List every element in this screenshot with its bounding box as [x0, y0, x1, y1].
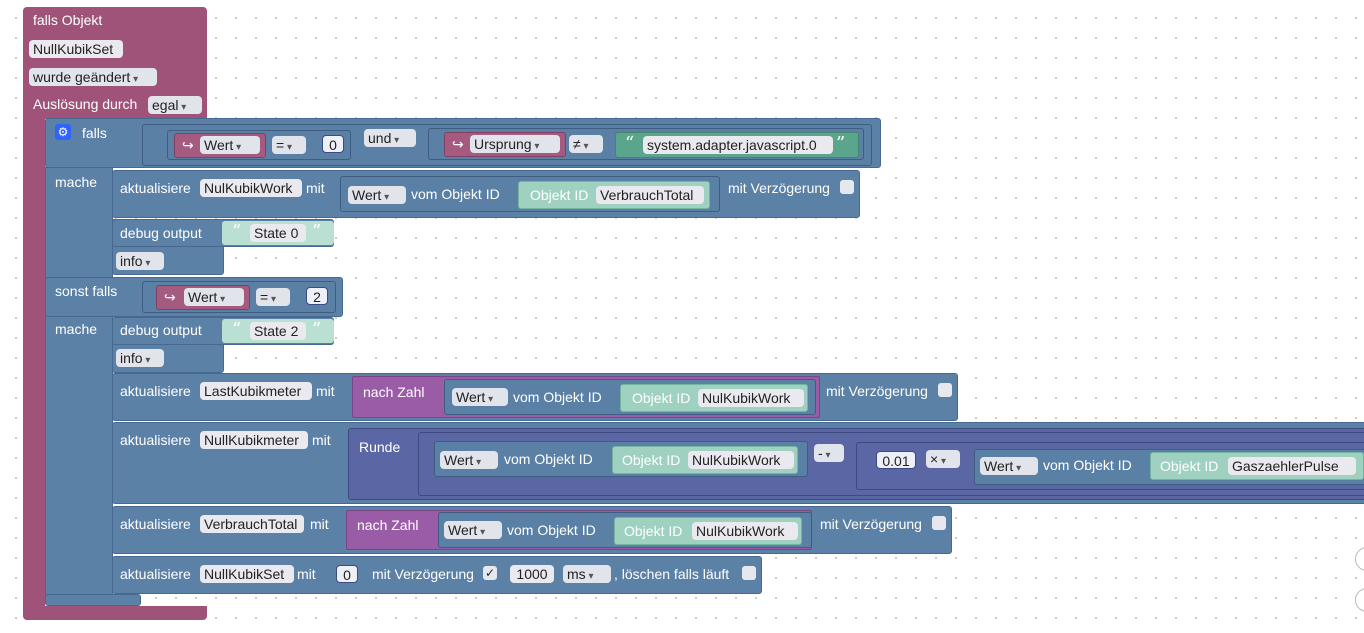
update1-vom-label: vom Objekt ID — [411, 186, 500, 202]
quote-open-icon: “ — [232, 221, 242, 242]
update3-getter2-dropdown[interactable]: Wert — [980, 457, 1038, 475]
cond2-var-dropdown[interactable]: Ursprung — [470, 135, 560, 153]
update5-clear-checkbox[interactable] — [742, 566, 756, 580]
debug1-text-field[interactable]: State 0 — [250, 224, 306, 242]
update2-oid-field[interactable]: NulKubikWork — [698, 389, 804, 407]
quote-close-icon: ” — [836, 133, 846, 154]
update1-getter-dropdown[interactable]: Wert — [348, 186, 406, 204]
if-block-footer — [45, 594, 141, 606]
sonst-falls-label: sonst falls — [55, 283, 118, 299]
debug1-label: debug output — [120, 225, 202, 241]
cond1-op-dropdown[interactable]: = — [272, 136, 306, 154]
update3-oid1-label: Objekt ID — [622, 452, 681, 468]
update1-oid-label: Objekt ID — [530, 187, 589, 203]
update2-target-field[interactable]: LastKubikmeter — [200, 382, 312, 400]
update5-clear-label: , löschen falls läuft — [614, 566, 730, 582]
update4-getter-dropdown[interactable]: Wert — [444, 521, 502, 539]
gear-icon[interactable]: ⚙ — [55, 124, 71, 140]
update3-runde-label: Runde — [359, 439, 401, 455]
cond2-value-field[interactable]: system.adapter.javascript.0 — [643, 136, 833, 154]
update3-oid2-label: Objekt ID — [1160, 458, 1219, 474]
event-ausloesung-dropdown[interactable]: egal — [148, 96, 202, 114]
update1-mit-label: mit — [306, 180, 325, 196]
arrow-icon: ↪ — [182, 137, 194, 153]
arrow-icon: ↪ — [452, 136, 464, 152]
quote-close-icon: ” — [312, 221, 322, 242]
debug2-label: debug output — [120, 322, 202, 338]
cond3-value-field[interactable]: 2 — [306, 287, 328, 305]
if-block-spine — [45, 167, 113, 605]
update3-factor-field[interactable]: 0.01 — [876, 451, 916, 469]
update3-oid2-field[interactable]: GaszaehlerPulse — [1228, 457, 1356, 475]
update1-oid-field[interactable]: VerbrauchTotal — [596, 186, 704, 204]
mache-label-1: mache — [55, 174, 98, 190]
update3-minus-dropdown[interactable]: - — [814, 444, 844, 462]
quote-open-icon: “ — [625, 133, 635, 154]
arrow-icon: ↪ — [164, 289, 176, 305]
update2-getter-dropdown[interactable]: Wert — [452, 388, 508, 406]
update3-times-dropdown[interactable]: × — [926, 450, 960, 468]
update3-mit-label: mit — [312, 432, 331, 448]
update5-mit-label: mit — [297, 566, 316, 582]
update2-mit-label: mit — [316, 383, 335, 399]
update5-label: aktualisiere — [120, 566, 191, 582]
update2-vom-label: vom Objekt ID — [513, 389, 602, 405]
update1-label: aktualisiere — [120, 180, 191, 196]
quote-open-icon: “ — [232, 319, 242, 340]
update3-getter1-dropdown[interactable]: Wert — [440, 451, 498, 469]
event-trigger-dropdown[interactable]: wurde geändert — [29, 68, 157, 86]
cond1-var-dropdown[interactable]: Wert — [200, 136, 260, 154]
update2-delay-label: mit Verzögerung — [826, 383, 928, 399]
falls-label: falls — [82, 125, 107, 141]
update5-target-field[interactable]: NullKubikSet — [200, 565, 294, 583]
update5-value-field[interactable]: 0 — [336, 565, 358, 583]
update3-label: aktualisiere — [120, 432, 191, 448]
update2-label: aktualisiere — [120, 383, 191, 399]
update5-delay-value-field[interactable]: 1000 — [510, 565, 554, 583]
event-object-field[interactable]: NullKubikSet — [29, 40, 123, 58]
update5-unit-dropdown[interactable]: ms — [563, 565, 611, 583]
update4-target-field[interactable]: VerbrauchTotal — [200, 515, 304, 533]
event-block-spine — [23, 118, 45, 614]
mache-label-2: mache — [55, 321, 98, 337]
cond2-op-dropdown[interactable]: ≠ — [569, 135, 603, 153]
update2-oid-label: Objekt ID — [632, 390, 691, 406]
zoom-out-icon[interactable] — [1355, 588, 1364, 612]
update4-nach-zahl-label: nach Zahl — [357, 517, 419, 533]
update2-nach-zahl-label: nach Zahl — [363, 384, 425, 400]
event-header: falls Objekt — [33, 12, 103, 28]
update4-delay-label: mit Verzögerung — [820, 516, 922, 532]
update3-target-field[interactable]: NullKubikmeter — [200, 431, 308, 449]
debug2-level-dropdown[interactable]: info — [116, 349, 164, 367]
update4-label: aktualisiere — [120, 516, 191, 532]
update3-vom1-label: vom Objekt ID — [504, 451, 593, 467]
update1-target-field[interactable]: NulKubikWork — [200, 179, 302, 197]
event-ausloesung-label: Auslösung durch — [33, 96, 138, 112]
debug2-text-field[interactable]: State 2 — [250, 322, 306, 340]
update4-oid-label: Objekt ID — [624, 523, 683, 539]
update1-delay-label: mit Verzögerung — [728, 180, 830, 196]
update3-oid1-field[interactable]: NulKubikWork — [688, 451, 794, 469]
update5-delay-label: mit Verzögerung — [372, 566, 474, 582]
update1-delay-checkbox[interactable] — [840, 180, 854, 194]
zoom-in-icon[interactable] — [1355, 547, 1364, 571]
cond3-op-dropdown[interactable]: = — [256, 288, 290, 306]
update5-delay-checkbox[interactable]: ✓ — [483, 566, 497, 580]
quote-close-icon: ” — [312, 319, 322, 340]
update4-mit-label: mit — [310, 516, 329, 532]
update4-oid-field[interactable]: NulKubikWork — [692, 522, 798, 540]
und-dropdown[interactable]: und — [364, 129, 416, 147]
update4-delay-checkbox[interactable] — [932, 516, 946, 530]
update3-vom2-label: vom Objekt ID — [1043, 457, 1132, 473]
cond3-var-dropdown[interactable]: Wert — [184, 288, 244, 306]
cond1-value-field[interactable]: 0 — [322, 135, 344, 153]
update4-vom-label: vom Objekt ID — [507, 522, 596, 538]
update2-delay-checkbox[interactable] — [938, 383, 952, 397]
debug1-level-dropdown[interactable]: info — [116, 252, 164, 270]
event-block-footer — [23, 606, 207, 620]
